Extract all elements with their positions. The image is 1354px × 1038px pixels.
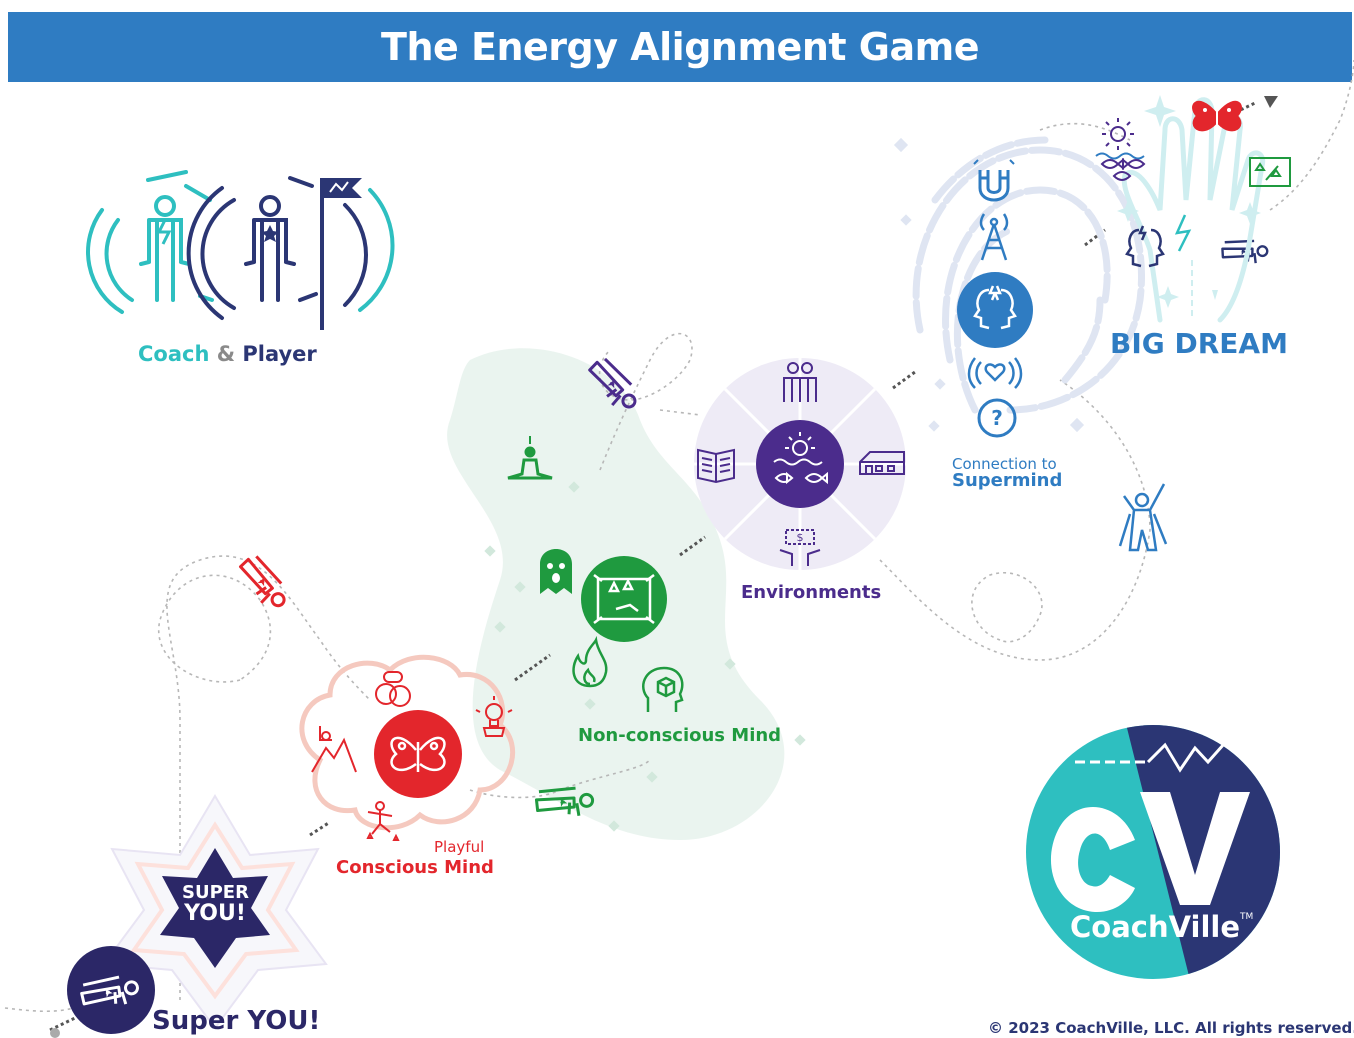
nonconscious-mind-label: Non-conscious Mind — [578, 725, 782, 746]
coach-player-logo — [86, 170, 395, 330]
coachville-wordmark: CoachVilleTM — [1070, 910, 1253, 944]
super-you-label: Super YOU! — [152, 1006, 321, 1036]
arrow-icon — [1264, 96, 1278, 108]
coachville-brand: CoachVille — [1070, 910, 1241, 944]
lightbulb-icon — [475, 696, 513, 737]
player-figure-icon — [244, 195, 296, 302]
coach-label: Coach — [138, 342, 210, 366]
copyright: © 2023 CoachVille, LLC. All rights reser… — [988, 1019, 1354, 1037]
supermind-hub — [957, 272, 1033, 348]
ghost-icon — [540, 549, 572, 594]
mountain-climber-icon — [366, 801, 400, 841]
meditation-icon — [507, 436, 553, 480]
flying-hero-icon — [228, 550, 298, 613]
svg-text:$: $ — [797, 531, 804, 544]
environments-label: Environments — [741, 582, 882, 603]
star-line-2: YOU! — [184, 901, 246, 926]
people-icon — [783, 362, 817, 402]
coach-player-label: Coach & Player — [138, 342, 317, 366]
coach-figure-icon — [139, 195, 191, 302]
treasure-map-icon — [593, 574, 655, 624]
mountain-climber-icon — [311, 726, 357, 773]
star-line-1: SUPER — [182, 882, 249, 903]
page-title: The Energy Alignment Game — [381, 25, 979, 69]
player-label: Player — [242, 342, 317, 366]
super-you-star — [102, 794, 328, 1030]
sun-icon — [1095, 118, 1145, 160]
fingerprint-spiral — [912, 136, 1145, 414]
chat-heads-icon — [375, 671, 411, 707]
trademark: TM — [1240, 912, 1254, 922]
flag-icon — [320, 178, 362, 330]
amp-label: & — [216, 342, 236, 366]
butterfly-icon — [390, 736, 446, 772]
supermind-label: Supermind — [952, 470, 1063, 491]
superhero-star-icon — [1118, 483, 1168, 552]
sun-sea-icon — [773, 432, 828, 485]
money-hands-icon: $ — [779, 529, 821, 566]
fish-icon — [1100, 157, 1146, 181]
map-icon — [1249, 157, 1291, 187]
star-badge-text: SUPER YOU! — [182, 882, 249, 926]
question-icon: ? — [977, 398, 1017, 438]
playful-label: Playful — [434, 838, 485, 856]
butterfly-icon — [1192, 100, 1242, 132]
flame-icon — [572, 635, 608, 688]
faces-icon — [973, 285, 1017, 330]
nonconscious-hub — [581, 556, 667, 642]
hand-icon — [1121, 97, 1266, 323]
environments-wheel — [694, 358, 906, 570]
coachville-logo — [1026, 725, 1280, 979]
magnet-icon — [973, 159, 1015, 202]
conscious-mind-label: Conscious Mind — [336, 857, 494, 878]
antenna-icon — [979, 213, 1009, 261]
heart-signal-icon — [967, 357, 1023, 389]
house-icon — [859, 451, 905, 475]
brain-icon — [299, 654, 516, 831]
head-cube-icon — [642, 666, 684, 712]
faces-icon — [1125, 225, 1165, 268]
super-you-badge — [67, 946, 155, 1034]
title-banner: The Energy Alignment Game — [8, 12, 1352, 82]
connection-label: Connection to — [952, 455, 1057, 473]
big-dream-label: BIG DREAM — [1110, 327, 1288, 360]
book-icon — [697, 448, 735, 484]
svg-text:?: ? — [991, 406, 1003, 430]
